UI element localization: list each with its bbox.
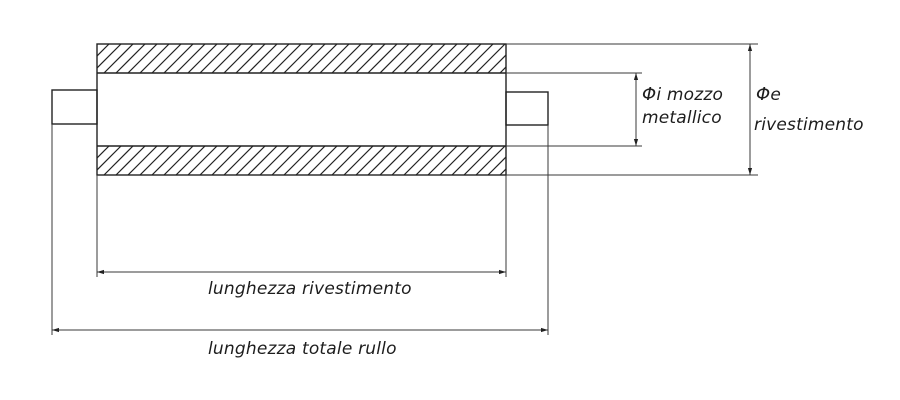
hatch-line [295, 146, 326, 175]
coating-length-label: lunghezza rivestimento [208, 279, 412, 299]
coating-bottom-hatch [97, 146, 541, 175]
hatch-line [367, 146, 398, 175]
hatch-line [139, 44, 170, 73]
hatch-line [475, 44, 506, 73]
hatch-line [97, 146, 122, 171]
hatch-line [451, 44, 482, 73]
hatch-line [307, 44, 338, 73]
hatch-line [487, 156, 506, 175]
hatch-line [283, 44, 314, 73]
hatch-line [151, 44, 182, 73]
hatch-line [97, 146, 110, 159]
hatch-line [163, 44, 194, 73]
inner-diameter-label: Φi mozzo [642, 84, 723, 106]
hatch-line [463, 44, 494, 73]
hatch-line [175, 44, 206, 73]
outer-diameter-label: Φe [756, 84, 781, 106]
hatch-line [271, 146, 302, 175]
hatch-line [97, 44, 110, 57]
hatch-line [439, 146, 470, 175]
hatch-line [97, 146, 98, 147]
hatch-line [463, 146, 494, 175]
hatch-line [355, 44, 386, 73]
coating-top-hatch [97, 44, 541, 73]
hatch-line [391, 146, 422, 175]
hatch-line [163, 146, 194, 175]
hatch-line [427, 44, 458, 73]
hatch-line [331, 44, 362, 73]
hatch-line [355, 146, 386, 175]
hatch-line [235, 44, 266, 73]
hatch-line [283, 146, 314, 175]
hatch-line [103, 44, 134, 73]
hatch-line [403, 146, 434, 175]
hatch-line [487, 54, 506, 73]
hatch-line [199, 44, 230, 73]
hatch-line [223, 44, 254, 73]
hatch-line [127, 44, 158, 73]
hatch-line [127, 146, 158, 175]
hatch-line [187, 44, 218, 73]
hatch-line [223, 146, 254, 175]
hatch-line [512, 44, 541, 73]
hatch-line [187, 146, 218, 175]
hatch-line [379, 146, 410, 175]
hatch-line [97, 44, 122, 69]
coating-outline [96, 43, 507, 176]
outer-diameter-symbol: Φ [756, 84, 771, 105]
hatch-line [259, 44, 290, 73]
hatch-line [415, 146, 446, 175]
inner-diameter-label-line2: metallico [642, 108, 722, 128]
outer-diameter-label-line2: rivestimento [754, 115, 864, 135]
hatch-line [139, 146, 170, 175]
hatch-line [259, 146, 290, 175]
inner-diameter-line1: i mozzo [656, 85, 724, 105]
hatch-line [475, 146, 506, 175]
hatch-line [97, 44, 98, 45]
hatch-line [331, 146, 362, 175]
right-shaft [505, 91, 549, 126]
hatch-line [391, 44, 422, 73]
hatch-line [379, 44, 410, 73]
hatch-line [235, 146, 266, 175]
hatch-line [343, 44, 374, 73]
hatch-line [175, 146, 206, 175]
hatch-line [115, 44, 146, 73]
hatch-line [367, 44, 398, 73]
hatch-line [319, 44, 350, 73]
hatch-line [271, 44, 302, 73]
hatch-line [103, 146, 134, 175]
hatch-line [403, 44, 434, 73]
hatch-line [319, 146, 350, 175]
hatch-line [499, 66, 506, 73]
hatch-line [295, 44, 326, 73]
hatch-line [451, 146, 482, 175]
hatch-line [151, 146, 182, 175]
inner-diameter-symbol: Φ [642, 84, 657, 105]
hatch-line [512, 146, 541, 175]
hatch-line [199, 146, 230, 175]
hatch-line [247, 44, 278, 73]
hatch-line [343, 146, 374, 175]
hatch-line [115, 146, 146, 175]
hatch-line [415, 44, 446, 73]
left-shaft [51, 89, 98, 125]
hatch-line [247, 146, 278, 175]
hatch-line [307, 146, 338, 175]
hatch-line [211, 44, 242, 73]
outer-diameter-line1: e [770, 85, 782, 105]
total-length-label: lunghezza totale rullo [208, 339, 397, 359]
hatch-line [439, 44, 470, 73]
hatch-line [211, 146, 242, 175]
hatch-line [427, 146, 458, 175]
hatch-line [499, 168, 506, 175]
